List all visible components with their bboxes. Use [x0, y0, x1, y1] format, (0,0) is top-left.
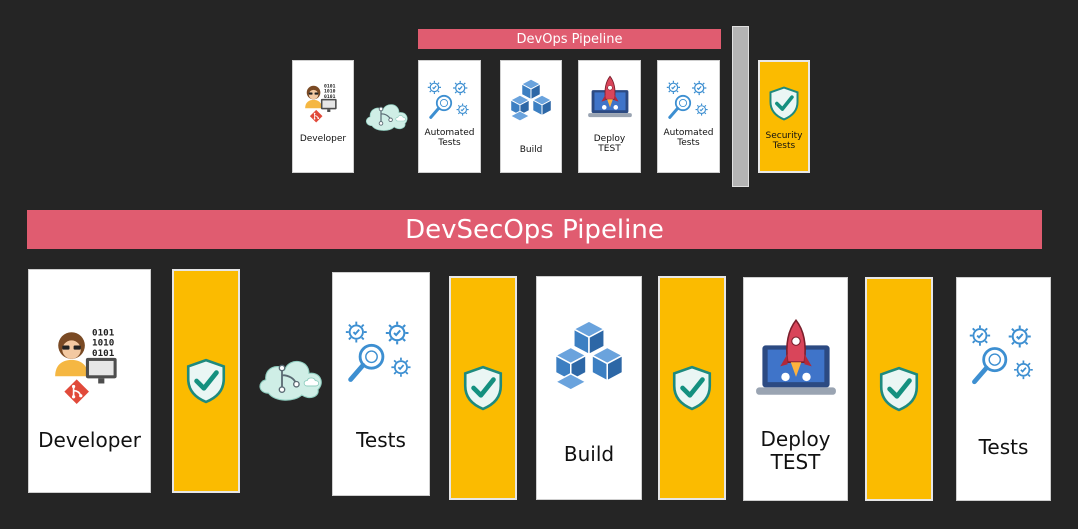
- pipeline-gate-bar: [732, 26, 749, 187]
- devops-security-tests: Security Tests: [758, 60, 810, 173]
- devsecops-stage-label: Developer: [38, 428, 141, 452]
- cubes-icon: [543, 319, 635, 395]
- shield-check-icon: [462, 365, 504, 411]
- devsecops-stage-deploy-test: Deploy TEST: [743, 277, 848, 501]
- devops-stage-label: Build: [519, 145, 543, 155]
- devsecops-stage-label: Build: [563, 442, 615, 466]
- devops-stage-automated-tests-1: Automated Tests: [418, 60, 481, 173]
- shield-check-icon: [671, 365, 713, 411]
- devsecops-stage-label: Tests: [356, 428, 406, 452]
- devsecops-security-gate-3: [658, 276, 726, 500]
- devsecops-stage-developer: Developer: [28, 269, 151, 493]
- devsecops-pipeline-banner: DevSecOps Pipeline: [27, 210, 1042, 249]
- rocket-laptop-icon: [754, 316, 838, 400]
- devops-stage-label: Automated Tests: [424, 128, 475, 149]
- devops-stage-build: Build: [500, 60, 562, 173]
- git-cloud-icon: [255, 348, 327, 406]
- gears-magnifier-icon: [665, 78, 713, 122]
- devops-stage-automated-tests-2: Automated Tests: [657, 60, 720, 173]
- devsecops-stage-tests-2: Tests: [956, 277, 1051, 501]
- devops-pipeline-title: DevOps Pipeline: [516, 31, 623, 47]
- devsecops-stage-label: Deploy TEST: [760, 427, 831, 474]
- shield-check-icon: [768, 86, 800, 121]
- devops-stage-label: Automated Tests: [663, 128, 714, 149]
- devsecops-stage-label: Tests: [978, 435, 1029, 459]
- devops-security-label: Security Tests: [765, 130, 803, 151]
- devsecops-security-gate-4: [865, 277, 933, 501]
- devops-stage-deploy-test: Deploy TEST: [578, 60, 641, 173]
- gears-magnifier-icon: [426, 78, 474, 122]
- devsecops-security-gate-2: [449, 276, 517, 500]
- devops-stage-label: Developer: [299, 134, 347, 144]
- gears-magnifier-icon: [343, 318, 419, 386]
- gears-magnifier-icon: [967, 321, 1041, 389]
- developer-icon: [302, 81, 344, 123]
- devops-stage-label: Deploy TEST: [593, 134, 626, 155]
- rocket-laptop-icon: [587, 74, 633, 120]
- devops-pipeline-banner: DevOps Pipeline: [418, 29, 721, 49]
- developer-icon: [49, 323, 131, 405]
- devsecops-security-gate-1: [172, 269, 240, 493]
- shield-check-icon: [878, 366, 920, 412]
- devsecops-stage-tests-1: Tests: [332, 272, 430, 496]
- shield-check-icon: [185, 358, 227, 404]
- git-cloud-icon: [363, 95, 411, 135]
- devsecops-pipeline-title: DevSecOps Pipeline: [405, 214, 664, 245]
- devops-stage-developer: Developer: [292, 60, 354, 173]
- devsecops-stage-build: Build: [536, 276, 642, 500]
- cubes-icon: [503, 78, 559, 124]
